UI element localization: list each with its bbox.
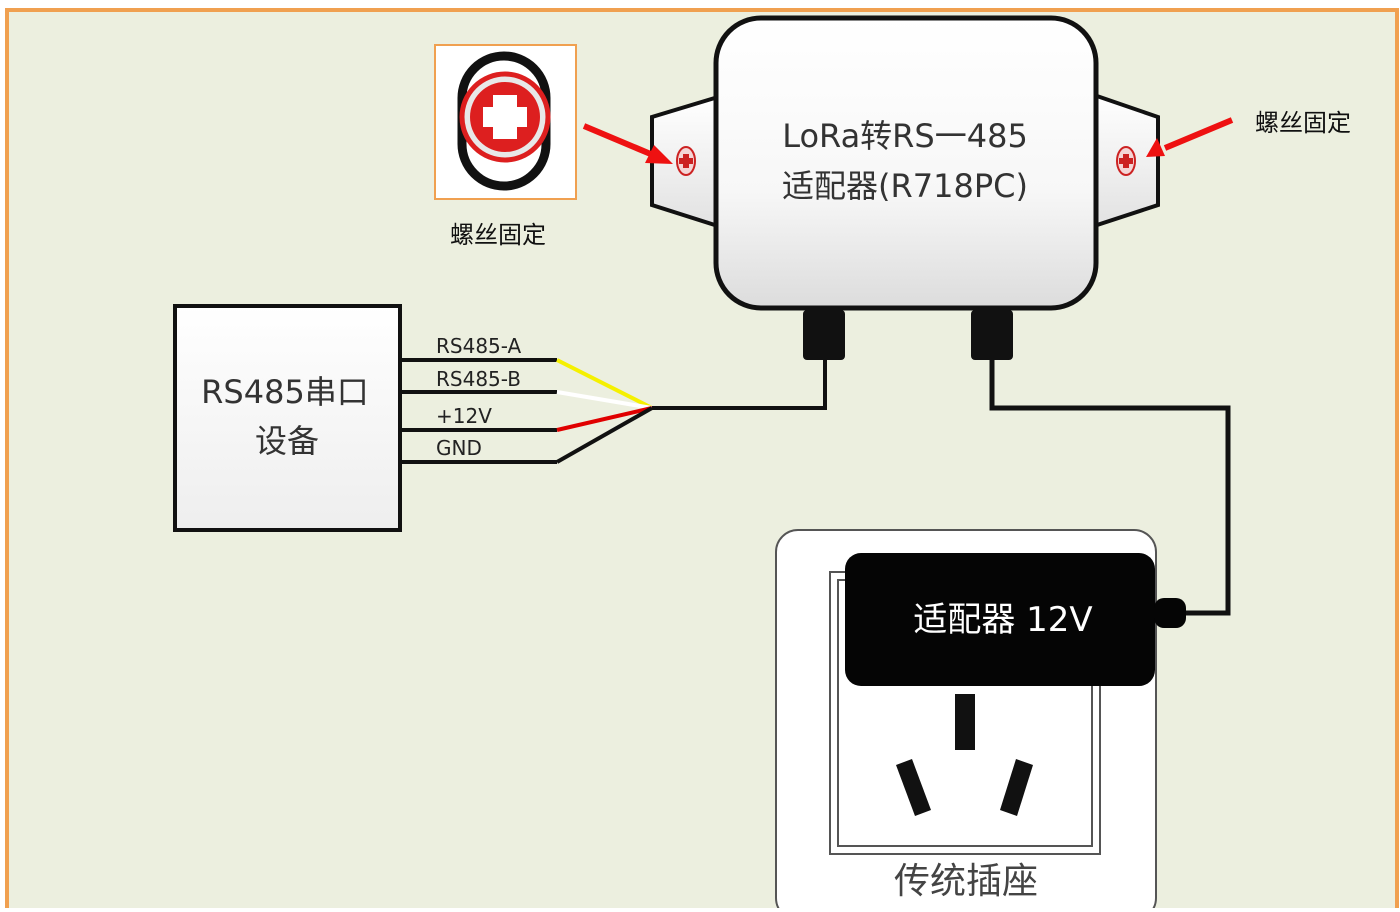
power-adapter-plug [1154,598,1186,628]
screw-label-left: 螺丝固定 [450,221,546,249]
rs485-device [173,304,402,532]
signal-wires [400,358,827,464]
screw-cross-icon [483,95,527,139]
power-cable [989,360,1231,616]
arrow-right [1146,117,1234,157]
socket-hole-right [1000,759,1033,816]
adapter-title-line1: LoRa转RS一485 [782,117,1028,155]
lora-adapter [713,15,1099,311]
wire-label-gnd: GND [436,436,482,460]
cable-gland-right [971,310,1013,360]
power-adapter-label: 适配器 12V [913,600,1092,640]
socket-hole-top [955,694,975,750]
wire-label-12v: +12V [436,404,492,428]
arrow-left [582,123,673,164]
wire-label-rs485a: RS485-A [436,334,522,358]
socket-label: 传统插座 [894,861,1038,902]
socket-hole-left [896,759,931,816]
power-adapter-12v [845,553,1155,686]
wire-label-rs485b: RS485-B [436,367,521,391]
cable-gland-left [803,310,845,360]
screw-label-right: 螺丝固定 [1255,109,1351,137]
screw-closeup [434,44,577,200]
screw-icon-right [1116,146,1136,176]
screw-icon-left [676,146,696,176]
device-label-line2: 设备 [255,422,319,460]
device-label-line1: RS485串口 [201,373,369,411]
adapter-title-line2: 适配器(R718PC) [782,167,1028,205]
